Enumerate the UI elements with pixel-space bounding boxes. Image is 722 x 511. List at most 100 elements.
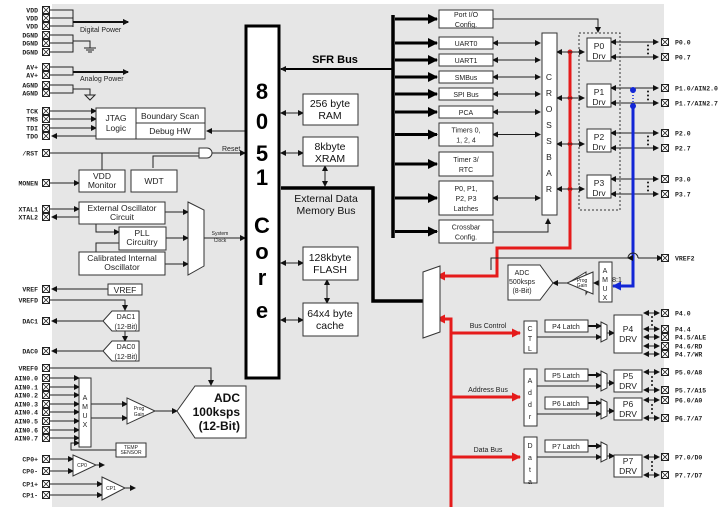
- pin-pad-icon: [42, 124, 50, 132]
- peripheral-label: 1, 2, 4: [456, 138, 476, 145]
- crossbar-letter: S: [546, 120, 552, 130]
- pin-pad-icon: [42, 22, 50, 30]
- pin-pad-cross: [661, 342, 669, 350]
- peripheral-block-0: [438, 9, 494, 29]
- port-mux-icon: [600, 321, 608, 343]
- bus-control-label: Bus Control: [470, 323, 507, 330]
- port-pin: P3.0: [675, 177, 691, 184]
- pll-block: [118, 226, 167, 251]
- amux-letter: U: [82, 413, 87, 420]
- cache-label: cache: [316, 320, 344, 332]
- pin-pad-icon: [42, 149, 50, 157]
- pin-pad-icon: [661, 333, 669, 341]
- pin-pad-icon: [661, 38, 669, 46]
- crossbar-letter: O: [546, 104, 553, 114]
- adc0-amux-block: [78, 377, 92, 448]
- pin-pad-icon: [661, 325, 669, 333]
- wire-crossover-icon: [627, 252, 639, 259]
- pin-pad-cross: [42, 179, 50, 187]
- pin-pad-icon: [42, 81, 50, 89]
- vref-pin: VREF: [22, 287, 38, 294]
- dac-label: (12-Bit): [115, 354, 138, 361]
- pin-pad-cross: [42, 6, 50, 14]
- pin-pad-icon: [661, 368, 669, 376]
- pin-pad-icon: [661, 175, 669, 183]
- pin-pad-icon: [661, 471, 669, 479]
- temp-sensor-block: [115, 442, 147, 458]
- addr-letter: d: [528, 390, 532, 397]
- pin-pad-cross: [661, 175, 669, 183]
- pin-pad-icon: [42, 132, 50, 140]
- crossbar-letter: A: [546, 168, 552, 178]
- pin-pad-cross: [661, 190, 669, 198]
- port-pin: P6.0/A0: [675, 398, 702, 405]
- pin-pad-icon: [42, 374, 50, 382]
- boundary-scan-label: Boundary Scan: [141, 111, 199, 121]
- data-letter: D: [527, 443, 532, 450]
- port-pin: P2.0: [675, 131, 691, 138]
- ellipsis-dot: [651, 320, 653, 322]
- pin-pad-cross: [661, 414, 669, 422]
- jtag-logic-label: Logic: [106, 123, 127, 133]
- jtag-pin-tdi: TDI: [26, 126, 38, 133]
- address-bus-label: Address Bus: [468, 387, 508, 394]
- pin-pad-icon: [42, 434, 50, 442]
- core-8051-block: [244, 24, 281, 380]
- peripheral-label: Crossbar: [452, 225, 481, 232]
- left-pin-group: VDDVDDVDDDGNDDGNDDGNDAV+AV+AGNDAGNDTCKTM…: [15, 6, 50, 500]
- ram-label: RAM: [318, 110, 341, 122]
- pin-pad-cross: [661, 386, 669, 394]
- amux-letter: M: [602, 277, 608, 284]
- port-pin: P3.7: [675, 192, 691, 199]
- reset-pin: /RST: [22, 151, 38, 158]
- core-label-char: C: [254, 213, 270, 238]
- ain0-pin-5: AIN0.5: [15, 419, 39, 426]
- pin-pad-icon: [42, 89, 50, 97]
- ctl-block: [523, 320, 538, 354]
- crossbar-letter: R: [546, 88, 552, 98]
- ellipsis-dot: [647, 44, 649, 47]
- xram-block: [302, 136, 359, 167]
- peripheral-label: RTC: [459, 167, 473, 174]
- pin-pad-cross: [42, 467, 50, 475]
- port-driver-block-2: [586, 128, 612, 153]
- prog-gain-label: Prog: [134, 406, 145, 412]
- pin-pad-icon: [42, 31, 50, 39]
- crossbar-block: [541, 32, 558, 216]
- and-gate-icon: [198, 147, 213, 159]
- port-driver-label: P1: [594, 87, 605, 97]
- dac-block-0: [102, 340, 140, 362]
- pin-pad-icon: [42, 347, 50, 355]
- pin-pad-icon: [661, 99, 669, 107]
- port-driver-block-1: [586, 83, 612, 108]
- red-bus-lower: [436, 314, 453, 507]
- flash-label: FLASH: [313, 264, 347, 276]
- peripheral-label: P2, P3: [455, 196, 476, 203]
- peripheral-block-5: [438, 105, 494, 119]
- peripheral-label: Timers 0,: [452, 128, 481, 135]
- ext-mem-bus-label: Memory Bus: [297, 205, 356, 217]
- pin-pad-icon: [42, 467, 50, 475]
- adc0-label: ADC: [214, 391, 240, 405]
- pin-pad-cross: [661, 53, 669, 61]
- pin-pad-cross: [661, 396, 669, 404]
- amux-letter: X: [83, 422, 88, 429]
- cp0-icon: [72, 454, 98, 477]
- cp1-icon: [101, 476, 127, 501]
- pin-pad-icon: [42, 364, 50, 372]
- ain0-pin-2: AIN0.2: [15, 393, 39, 400]
- adc2-label: ADC: [515, 270, 530, 277]
- ellipsis-dot: [651, 376, 653, 378]
- jtag-pin-tck: TCK: [26, 109, 38, 116]
- pin-pad-icon: [42, 455, 50, 463]
- cp1-label: CP1: [106, 486, 116, 492]
- port-driver-label: P2: [594, 132, 605, 142]
- pin-pad-icon: [42, 205, 50, 213]
- port-driver-label: Drv: [592, 51, 606, 61]
- ext-osc-block: [78, 201, 166, 225]
- high-port-label: P6: [623, 399, 634, 409]
- port-pin: P4.5/ALE: [675, 335, 706, 342]
- power-pin-vdd: VDD: [26, 8, 38, 15]
- vrefd-wire: [50, 299, 128, 311]
- pin-pad-icon: [661, 190, 669, 198]
